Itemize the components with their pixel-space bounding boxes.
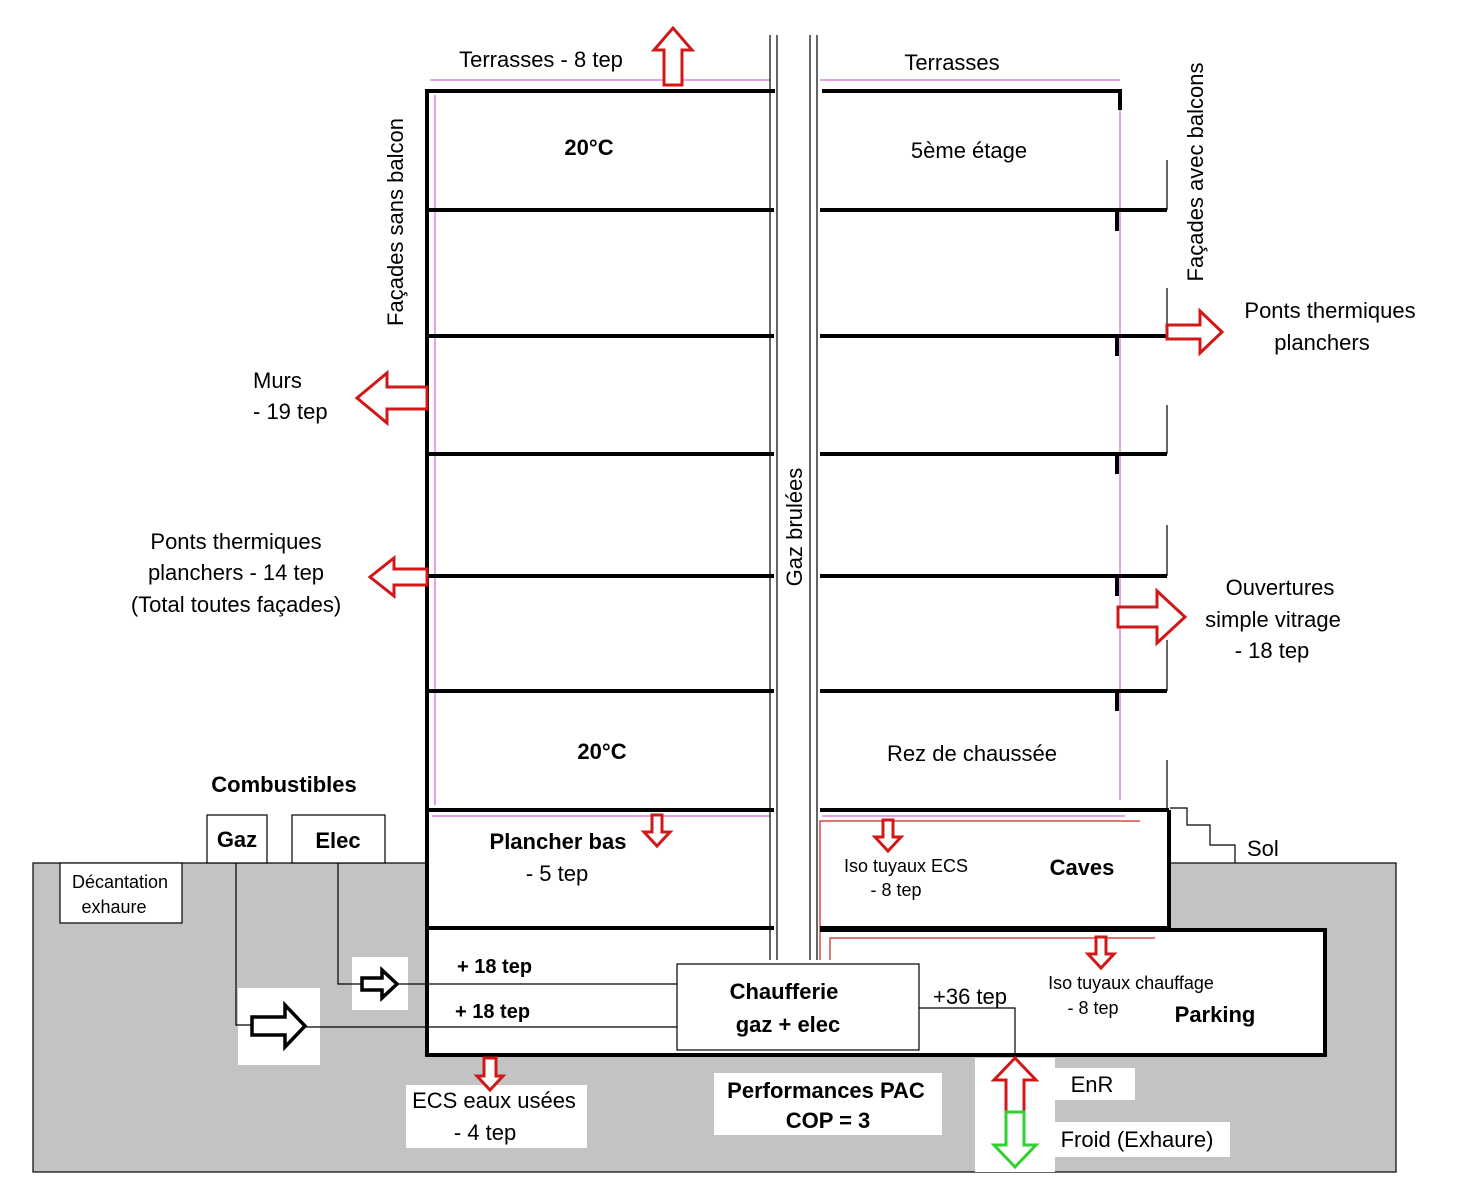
chimney — [769, 35, 818, 960]
ground-floor-temperature: 20°C — [577, 739, 626, 764]
ecs-eaux-label: ECS eaux usées — [412, 1088, 576, 1113]
right-facade-label: Façades avec balcons — [1183, 63, 1208, 282]
ecs-eaux-value: - 4 tep — [454, 1120, 516, 1145]
enr-label: EnR — [1071, 1072, 1114, 1097]
decantation-label-1: Décantation — [72, 872, 168, 892]
ecs-label-bg — [406, 1085, 587, 1148]
plancher-bas-loss-arrow-icon — [640, 813, 674, 849]
plancher-bas-value: - 5 tep — [526, 861, 588, 886]
insulation-lines — [430, 79, 1125, 817]
gaz-box — [206, 814, 268, 864]
iso-ecs-value: - 8 tep — [870, 880, 921, 900]
terrasses-loss-arrow-icon — [650, 25, 696, 87]
ouvertures-loss-arrow-icon — [1116, 587, 1188, 647]
ground-floor-label: Rez de chaussée — [887, 741, 1057, 766]
pac-label-1: Performances PAC — [727, 1078, 925, 1103]
plancher-bas-label: Plancher bas — [490, 829, 627, 854]
ouvertures-label-2: simple vitrage — [1205, 607, 1341, 632]
gaz-input-arrow-icon — [250, 1000, 308, 1052]
parking-label: Parking — [1175, 1002, 1256, 1027]
caves-bg — [427, 810, 1169, 928]
enr-arrow-icon — [990, 1055, 1040, 1114]
top-floor-label: 5ème étage — [911, 138, 1027, 163]
pipe-lines — [819, 820, 1155, 960]
chaufferie-label-1: Chaufferie — [730, 979, 839, 1004]
left-facade-label: Façades sans balcon — [383, 118, 408, 326]
iso-chauffage-label: Iso tuyaux chauffage — [1048, 973, 1214, 993]
ecs-loss-arrow-icon — [473, 1056, 507, 1093]
gaz-input-value: + 18 tep — [455, 1001, 530, 1023]
chaufferie-output: +36 tep — [933, 984, 1007, 1009]
top-floor-temperature: 20°C — [564, 135, 613, 160]
elec-label: Elec — [315, 828, 360, 853]
murs-value: - 19 tep — [253, 399, 328, 424]
ouvertures-label-1: Ouvertures — [1226, 575, 1335, 600]
decantation-box — [59, 862, 183, 924]
iso-ecs-label: Iso tuyaux ECS — [844, 856, 968, 876]
combustibles-title: Combustibles — [211, 772, 356, 797]
ponts-left-label-1: Ponts thermiques — [150, 529, 321, 554]
ouvertures-value: - 18 tep — [1235, 638, 1310, 663]
gaz-label: Gaz — [217, 827, 257, 852]
feed-lines — [235, 863, 1016, 1058]
ponts-right-label-2: planchers — [1274, 330, 1369, 355]
froid-label: Froid (Exhaure) — [1061, 1127, 1214, 1152]
iso-chauffage-loss-arrow-icon — [1084, 935, 1118, 971]
sol-label: Sol — [1247, 836, 1279, 861]
building-structure — [425, 89, 1327, 1057]
ponts-left-label-3: (Total toutes façades) — [131, 592, 341, 617]
murs-label: Murs — [253, 368, 302, 393]
pac-label-2: COP = 3 — [786, 1108, 871, 1133]
caves-label: Caves — [1050, 855, 1115, 880]
chaufferie-box — [676, 963, 920, 1051]
froid-label-bg — [1047, 1122, 1230, 1157]
terrasses-loss-label: Terrasses - 8 tep — [459, 47, 623, 72]
terrasses-label: Terrasses — [904, 50, 999, 75]
decantation-label-2: exhaure — [81, 897, 146, 917]
ponts-right-loss-arrow-icon — [1165, 307, 1225, 357]
elec-box — [291, 814, 386, 864]
pac-label-bg — [714, 1073, 942, 1135]
iso-chauffage-value: - 8 tep — [1067, 998, 1118, 1018]
froid-arrow-icon — [990, 1110, 1040, 1170]
elec-input-arrow-icon — [360, 965, 400, 1003]
chimney-label: Gaz brulées — [782, 468, 807, 587]
ponts-left-loss-arrow-icon — [367, 554, 429, 600]
ponts-left-label-2: planchers - 14 tep — [148, 560, 324, 585]
murs-loss-arrow-icon — [354, 369, 429, 427]
chaufferie-label-2: gaz + elec — [736, 1012, 841, 1037]
enr-label-bg — [1055, 1068, 1135, 1100]
iso-ecs-loss-arrow-icon — [871, 818, 905, 854]
ponts-right-label-1: Ponts thermiques — [1244, 298, 1415, 323]
elec-input-value: + 18 tep — [457, 956, 532, 978]
